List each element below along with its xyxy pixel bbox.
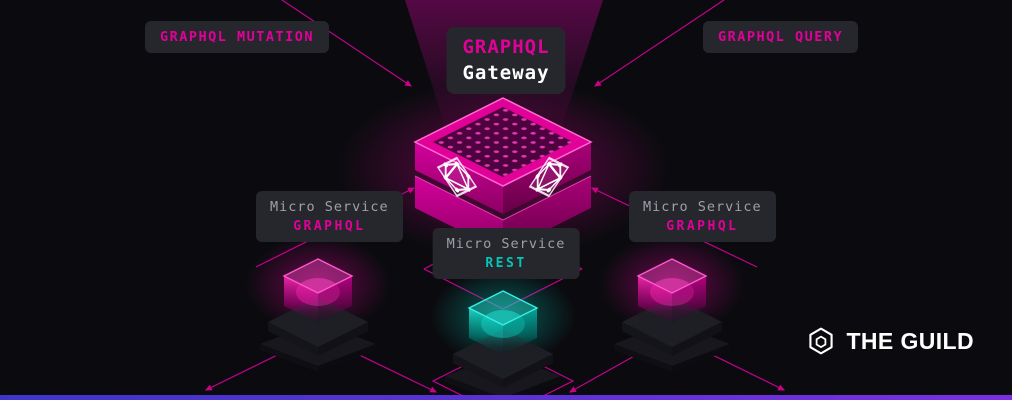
graphql-mutation-label: GRAPHQL MUTATION (145, 21, 330, 53)
gateway-cube (338, 80, 668, 256)
bottom-accent-bar (0, 395, 1012, 400)
service-cube-left (246, 236, 390, 372)
service-type: GRAPHQL (666, 219, 739, 234)
brand-name: THE GUILD (846, 327, 974, 354)
mutation-to-gateway-line (281, 0, 412, 87)
gateway-label: GRAPHQL Gateway (446, 27, 566, 95)
query-to-gateway-line (594, 0, 725, 87)
bottom-diamond (431, 345, 575, 400)
gateway-label-line1: GRAPHQL (462, 36, 550, 58)
brand-logo: THE GUILD (806, 326, 974, 356)
micro-service-right-label: Micro Service GRAPHQL (629, 191, 776, 242)
micro-service-left-label: Micro Service GRAPHQL (256, 191, 403, 242)
service-type: REST (485, 256, 527, 271)
guild-hexagon-icon (809, 327, 834, 355)
gateway-label-line2: Gateway (462, 61, 550, 84)
service-name: Micro Service (270, 199, 389, 215)
micro-service-center-label: Micro Service REST (432, 228, 580, 279)
service-cube-right (600, 236, 744, 372)
graphql-query-label: GRAPHQL QUERY (703, 21, 859, 53)
service-cube-center (431, 268, 575, 400)
service-name: Micro Service (446, 236, 566, 252)
service-name: Micro Service (643, 199, 762, 215)
service-type: GRAPHQL (293, 219, 366, 234)
